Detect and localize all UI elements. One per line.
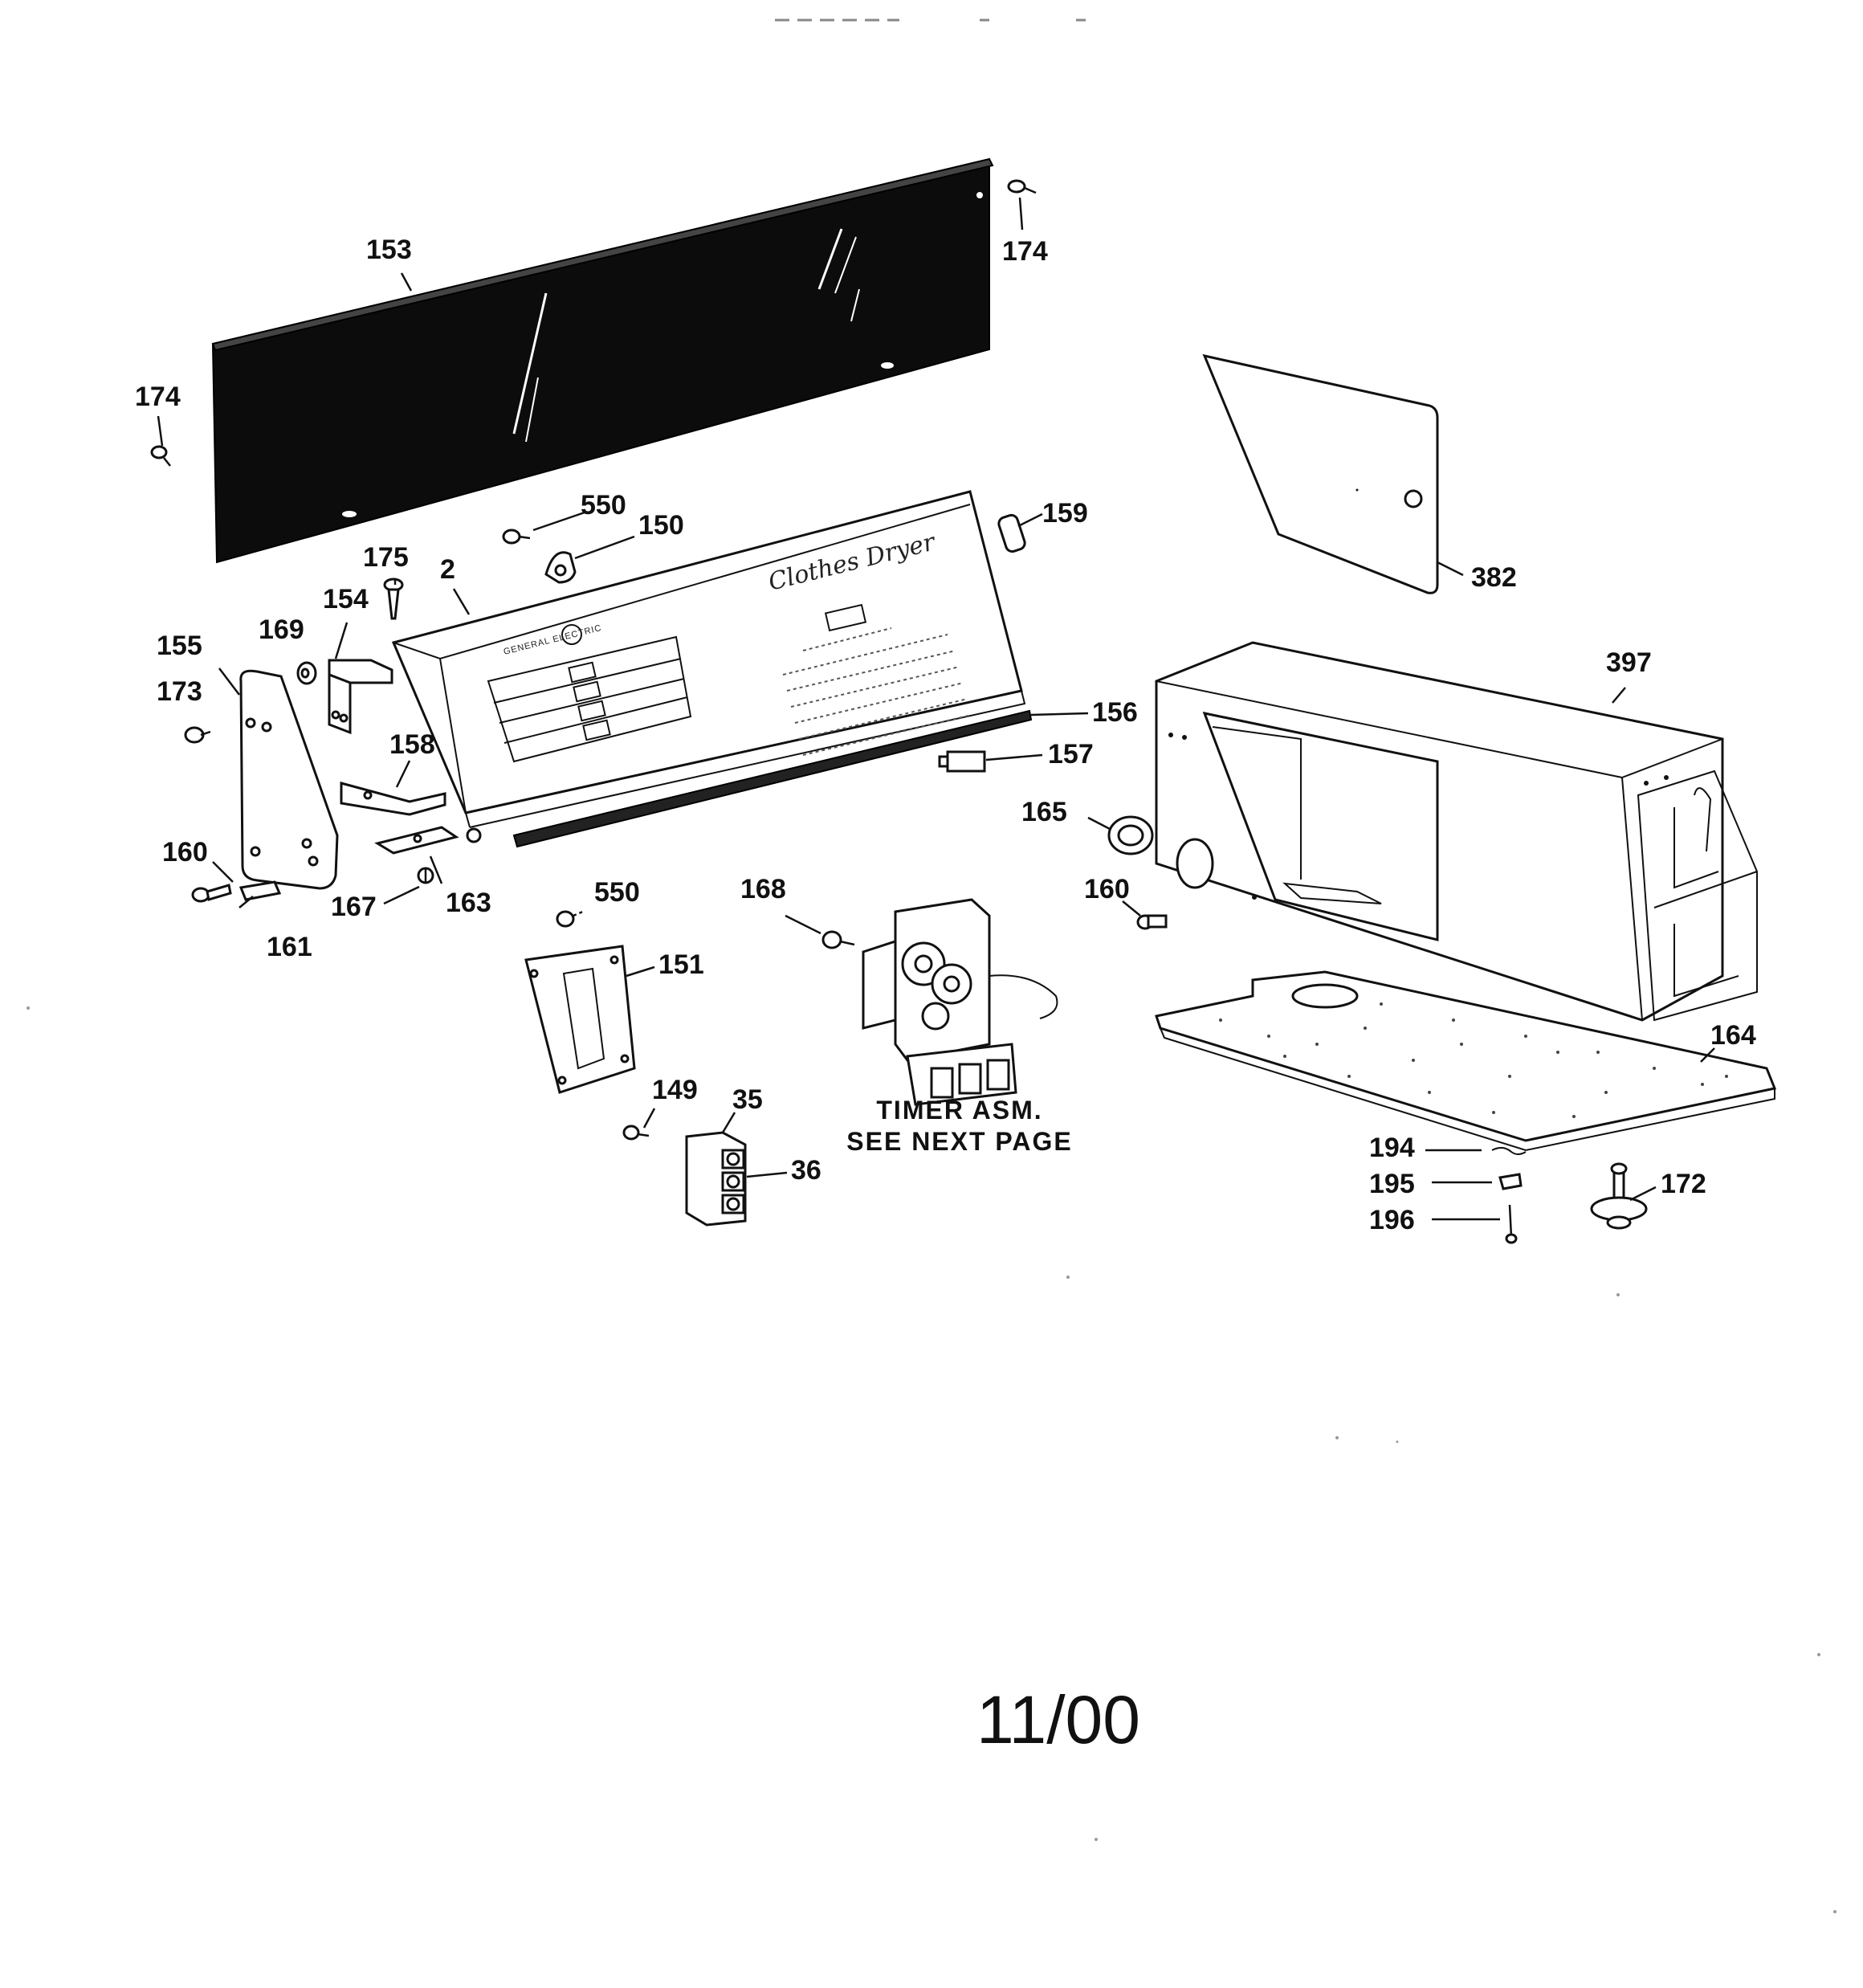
callout-151: 151 bbox=[658, 949, 704, 980]
grommet-165 bbox=[1107, 815, 1154, 855]
access-door-382 bbox=[1202, 353, 1439, 594]
callout-2: 2 bbox=[440, 554, 455, 585]
callout-550-mid: 550 bbox=[594, 877, 640, 908]
callout-174-left: 174 bbox=[135, 382, 181, 412]
timer-note-line1: TIMER ASM. bbox=[876, 1096, 1042, 1125]
callout-36: 36 bbox=[791, 1155, 821, 1186]
footer-date: 11/00 bbox=[976, 1682, 1140, 1757]
callout-173: 173 bbox=[157, 676, 202, 707]
callout-150: 150 bbox=[638, 510, 684, 541]
callout-175: 175 bbox=[363, 542, 409, 573]
callout-154: 154 bbox=[323, 584, 369, 614]
callout-169: 169 bbox=[259, 614, 304, 645]
screw-160-right bbox=[1136, 914, 1168, 930]
callout-161: 161 bbox=[267, 932, 312, 962]
bracket-154 bbox=[328, 659, 393, 735]
clip-194 bbox=[1491, 1147, 1527, 1155]
callout-149: 149 bbox=[652, 1075, 698, 1105]
screw-168 bbox=[821, 930, 855, 949]
switch-157 bbox=[938, 750, 986, 773]
leveling-leg-172 bbox=[1590, 1162, 1648, 1230]
callout-172: 172 bbox=[1661, 1169, 1706, 1199]
callout-397: 397 bbox=[1606, 647, 1652, 678]
callout-156: 156 bbox=[1092, 697, 1138, 728]
callout-168: 168 bbox=[740, 874, 786, 904]
leader-lines bbox=[157, 197, 1715, 1221]
spacer-169 bbox=[296, 661, 317, 685]
callout-165: 165 bbox=[1021, 797, 1067, 827]
screw-550-mid bbox=[556, 909, 585, 928]
bezel-plate-151 bbox=[524, 945, 636, 1094]
callout-382: 382 bbox=[1471, 562, 1517, 593]
callout-153: 153 bbox=[366, 235, 412, 265]
callout-195: 195 bbox=[1369, 1169, 1415, 1199]
callout-174-top: 174 bbox=[1002, 236, 1048, 267]
pin-196 bbox=[1505, 1204, 1518, 1244]
callout-163: 163 bbox=[446, 888, 491, 918]
clip-161 bbox=[238, 880, 282, 901]
console-housing-397 bbox=[1155, 641, 1758, 1022]
screw-550-top bbox=[502, 529, 531, 545]
side-bracket-155 bbox=[239, 669, 339, 890]
wire-clamp-150 bbox=[544, 551, 577, 584]
backsplash-glass-panel bbox=[211, 157, 994, 564]
screw-173 bbox=[184, 726, 211, 744]
bracket-158 bbox=[340, 782, 446, 816]
callout-164: 164 bbox=[1710, 1020, 1756, 1051]
base-board-164 bbox=[1155, 970, 1777, 1152]
callout-155: 155 bbox=[157, 631, 202, 661]
pushbutton-switch-35 bbox=[685, 1131, 747, 1227]
screw-160-left bbox=[191, 884, 232, 903]
timer-note-line2: SEE NEXT PAGE bbox=[846, 1127, 1072, 1156]
screw-167 bbox=[417, 867, 434, 884]
callout-194: 194 bbox=[1369, 1133, 1415, 1163]
plate-163 bbox=[374, 826, 459, 855]
callout-159: 159 bbox=[1042, 498, 1088, 529]
timer-assembly bbox=[862, 898, 1058, 1106]
callout-196: 196 bbox=[1369, 1205, 1415, 1235]
nut-195 bbox=[1498, 1173, 1523, 1190]
callout-167: 167 bbox=[331, 892, 377, 922]
callout-160-right: 160 bbox=[1084, 874, 1130, 904]
trim-strip-156 bbox=[512, 709, 1033, 848]
screw-149 bbox=[622, 1125, 650, 1141]
control-panel-2: GENERAL ELECTRIC Clothes Dryer bbox=[391, 490, 1026, 843]
callout-158: 158 bbox=[389, 729, 435, 760]
timer-note: TIMER ASM. SEE NEXT PAGE bbox=[846, 1096, 1072, 1156]
screw-174-top bbox=[1007, 179, 1037, 194]
callout-157: 157 bbox=[1048, 739, 1094, 769]
callout-35: 35 bbox=[732, 1084, 763, 1115]
indicator-lens-159 bbox=[997, 513, 1026, 553]
screw-174-left bbox=[150, 445, 171, 467]
screw-175 bbox=[383, 578, 404, 620]
scan-specks bbox=[26, 1006, 1837, 1913]
callout-550-top: 550 bbox=[581, 490, 626, 520]
callout-160-left: 160 bbox=[162, 837, 208, 867]
part-callouts: 153 174 174 550 150 159 382 175 2 154 16… bbox=[135, 235, 1756, 1235]
